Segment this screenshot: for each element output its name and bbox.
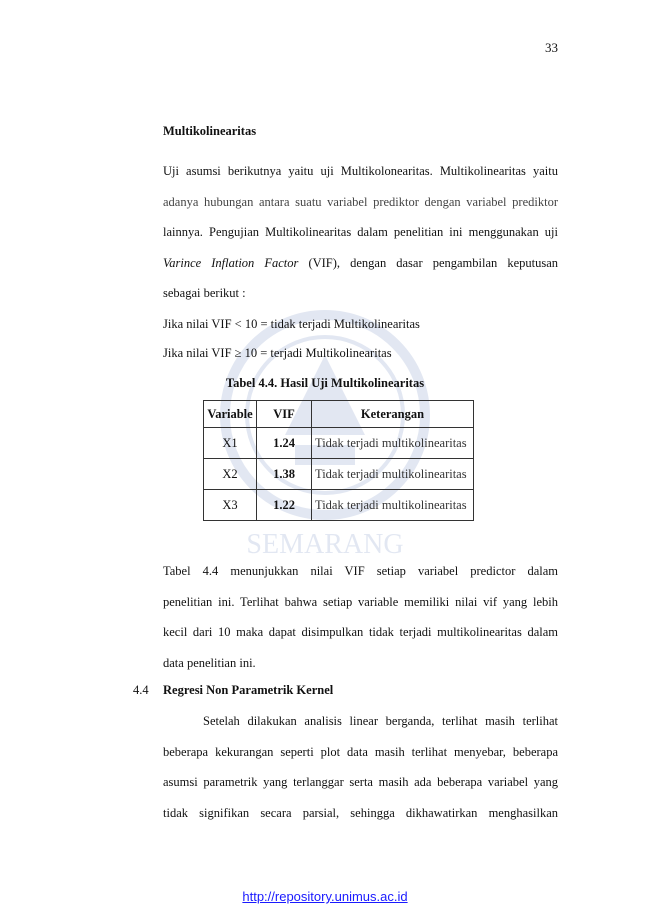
header-variable: Variable <box>203 400 257 428</box>
intro-line: sebagai berikut : <box>163 286 246 301</box>
section-line: tidak signifikan secara parsial, sehingg… <box>163 805 558 820</box>
table-row: X1 1.24 Tidak terjadi multikolinearitas <box>203 427 474 459</box>
cell-vif: 1.24 <box>256 427 312 459</box>
header-keterangan: Keterangan <box>311 400 474 428</box>
intro-line: Uji asumsi berikutnya yaitu uji Multikol… <box>163 164 558 178</box>
vif-term: Varince Inflation Factor <box>163 255 299 270</box>
header-vif: VIF <box>256 400 312 428</box>
explanation-line: penelitian ini. Terlihat bahwa setiap va… <box>163 594 558 609</box>
section-line: beberapa kekurangan seperti plot data ma… <box>163 744 558 759</box>
explanation-line: kecil dari 10 maka dapat disimpulkan tid… <box>163 625 558 640</box>
section-line: asumsi parametrik yang terlanggar serta … <box>163 775 558 790</box>
page-number: 33 <box>545 40 558 55</box>
cell-variable: X1 <box>203 427 257 459</box>
intro-line: lainnya. Pengujian Multikolinearitas dal… <box>163 225 558 240</box>
intro-paragraph: Uji asumsi berikutnya yaitu uji Multikol… <box>163 156 558 309</box>
explanation-line: data penelitian ini. <box>163 655 256 670</box>
cell-keterangan: Tidak terjadi multikolinearitas <box>311 458 474 490</box>
cell-variable: X2 <box>203 458 257 490</box>
cell-keterangan: Tidak terjadi multikolinearitas <box>311 427 474 459</box>
cell-variable: X3 <box>203 489 257 521</box>
explanation-paragraph: Tabel 4.4 menunjukkan nilai VIF setiap v… <box>163 556 558 678</box>
section-heading: Multikolinearitas <box>163 124 257 138</box>
section-line: Setelah dilakukan analisis linear bergan… <box>203 714 558 728</box>
section-number: 4.4 <box>133 683 149 697</box>
intro-line: adanya hubungan antara suatu variabel pr… <box>163 194 558 209</box>
vif-results-table: Variable VIF Keterangan X1 1.24 Tidak te… <box>203 400 474 521</box>
cell-vif: 1.22 <box>256 489 312 521</box>
section-paragraph: Setelah dilakukan analisis linear bergan… <box>163 706 558 828</box>
intro-line: Varince Inflation Factor (VIF), dengan d… <box>163 255 559 270</box>
condition-no-multicollinearity: Jika nilai VIF < 10 = tidak terjadi Mult… <box>163 317 420 331</box>
table-header-row: Variable VIF Keterangan <box>203 400 474 428</box>
cell-keterangan: Tidak terjadi multikolinearitas <box>311 489 474 521</box>
table-row: X2 1.38 Tidak terjadi multikolinearitas <box>203 458 474 490</box>
section-title: Regresi Non Parametrik Kernel <box>163 683 334 697</box>
cell-vif: 1.38 <box>256 458 312 490</box>
explanation-line: Tabel 4.4 menunjukkan nilai VIF setiap v… <box>163 564 558 578</box>
table-caption: Tabel 4.4. Hasil Uji Multikolinearitas <box>225 376 425 390</box>
svg-text:SEMARANG: SEMARANG <box>246 529 403 560</box>
repository-link[interactable]: http://repository.unimus.ac.id <box>242 889 408 904</box>
condition-multicollinearity: Jika nilai VIF ≥ 10 = terjadi Multikolin… <box>163 346 392 360</box>
table-row: X3 1.22 Tidak terjadi multikolinearitas <box>203 489 474 521</box>
